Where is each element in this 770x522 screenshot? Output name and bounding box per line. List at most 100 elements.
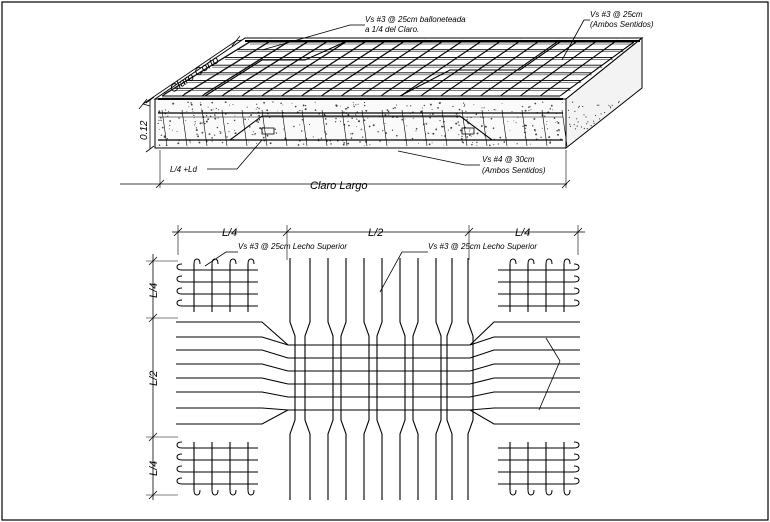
mesh-hook (247, 258, 255, 265)
concrete-dot (314, 109, 317, 111)
concrete-dot (203, 121, 205, 122)
concrete-dot (404, 118, 406, 120)
concrete-dot (441, 135, 443, 137)
mesh-hook (573, 299, 580, 307)
plan-v-bar (467, 258, 474, 500)
concrete-dot (228, 131, 230, 133)
concrete-dot (569, 125, 572, 127)
concrete-dot (253, 134, 255, 136)
front-stirrup (341, 109, 348, 147)
concrete-dot (406, 105, 408, 107)
concrete-dot (578, 105, 581, 107)
dim-label-top-right: L/4 (515, 227, 530, 239)
concrete-dot (493, 138, 495, 140)
svg-text:Vs #3 @ 25cm Lecho Superior: Vs #3 @ 25cm Lecho Superior (238, 242, 347, 251)
iso-bar-short (400, 41, 481, 97)
concrete-dot (484, 135, 486, 137)
mesh-hook (176, 263, 183, 271)
concrete-dot (297, 144, 300, 146)
slab-front-face (154, 98, 567, 149)
concrete-dot (301, 119, 304, 121)
concrete-dot (432, 132, 435, 135)
concrete-dot (406, 125, 408, 127)
dim-label-top-mid: L/2 (368, 227, 383, 239)
iso-bar-short (460, 41, 539, 97)
concrete-dot (484, 125, 487, 128)
concrete-dot (431, 108, 433, 110)
concrete-dot (339, 105, 341, 107)
concrete-dot (335, 117, 337, 120)
concrete-dot (249, 126, 251, 128)
concrete-dot (166, 138, 168, 140)
concrete-dot (358, 120, 361, 123)
iso-bar-short (539, 41, 616, 97)
plan-h-bar (176, 336, 580, 346)
concrete-dot (586, 128, 588, 130)
concrete-dot (325, 133, 328, 135)
concrete-dot (169, 125, 171, 127)
concrete-dot (553, 117, 556, 120)
plan-horizontal-bars (176, 321, 580, 425)
concrete-dot (427, 132, 429, 134)
mesh-hook (563, 258, 571, 265)
concrete-dot (546, 124, 548, 126)
concrete-dot (219, 130, 221, 133)
concrete-dot (304, 108, 307, 111)
concrete-dot (193, 114, 195, 117)
dim-claro-largo: Claro Largo (120, 150, 571, 192)
concrete-dot (258, 118, 261, 121)
concrete-dot (580, 126, 583, 128)
mesh-hook (176, 441, 183, 449)
concrete-dot (556, 121, 558, 123)
concrete-dot (428, 143, 431, 146)
corner-mesh-bottom-right (498, 441, 580, 496)
concrete-dot (458, 134, 460, 136)
front-stirrup (441, 109, 448, 147)
concrete-dot (532, 125, 534, 127)
concrete-dot (554, 121, 556, 123)
concrete-dot (410, 105, 412, 107)
concrete-dot (394, 106, 396, 109)
concrete-dot (361, 136, 364, 138)
concrete-dot (258, 114, 261, 117)
mesh-hook (573, 287, 580, 295)
concrete-dot (528, 109, 530, 112)
concrete-dot (211, 101, 214, 104)
mesh-hook (176, 287, 183, 295)
front-stirrup (281, 109, 288, 147)
concrete-dot (330, 143, 332, 145)
concrete-dot (302, 143, 305, 145)
concrete-dot (158, 119, 160, 121)
concrete-dot (548, 136, 551, 139)
concrete-dot (590, 125, 592, 127)
svg-text:Vs #3 @ 25cm balloneteada: Vs #3 @ 25cm balloneteada (365, 15, 466, 24)
concrete-dot (463, 105, 465, 107)
iso-bar-short (559, 41, 635, 97)
concrete-dot (386, 109, 389, 111)
plan-v-bar (412, 258, 419, 500)
mesh-hook (573, 275, 580, 283)
dim-label-side-bot: L/4 (148, 461, 160, 476)
concrete-dot (214, 117, 217, 120)
concrete-dot (573, 124, 575, 126)
concrete-dot (208, 133, 211, 136)
concrete-dot (201, 122, 203, 124)
concrete-dot (546, 128, 549, 130)
mesh-hook (509, 489, 517, 496)
mesh-hook (211, 489, 219, 496)
concrete-dot (308, 123, 311, 126)
concrete-dot (160, 134, 163, 136)
concrete-dot (379, 140, 381, 142)
slab-isometric (153, 36, 644, 150)
concrete-dot (347, 113, 350, 116)
concrete-dot (429, 103, 432, 106)
concrete-dot (438, 102, 441, 104)
concrete-dot (610, 107, 612, 109)
concrete-dot (521, 105, 524, 108)
concrete-dot (439, 119, 441, 122)
concrete-dot (363, 119, 366, 122)
plan-h-bar (176, 391, 580, 398)
concrete-dot (382, 130, 384, 132)
concrete-dot (350, 133, 352, 135)
front-stirrup (481, 109, 488, 147)
